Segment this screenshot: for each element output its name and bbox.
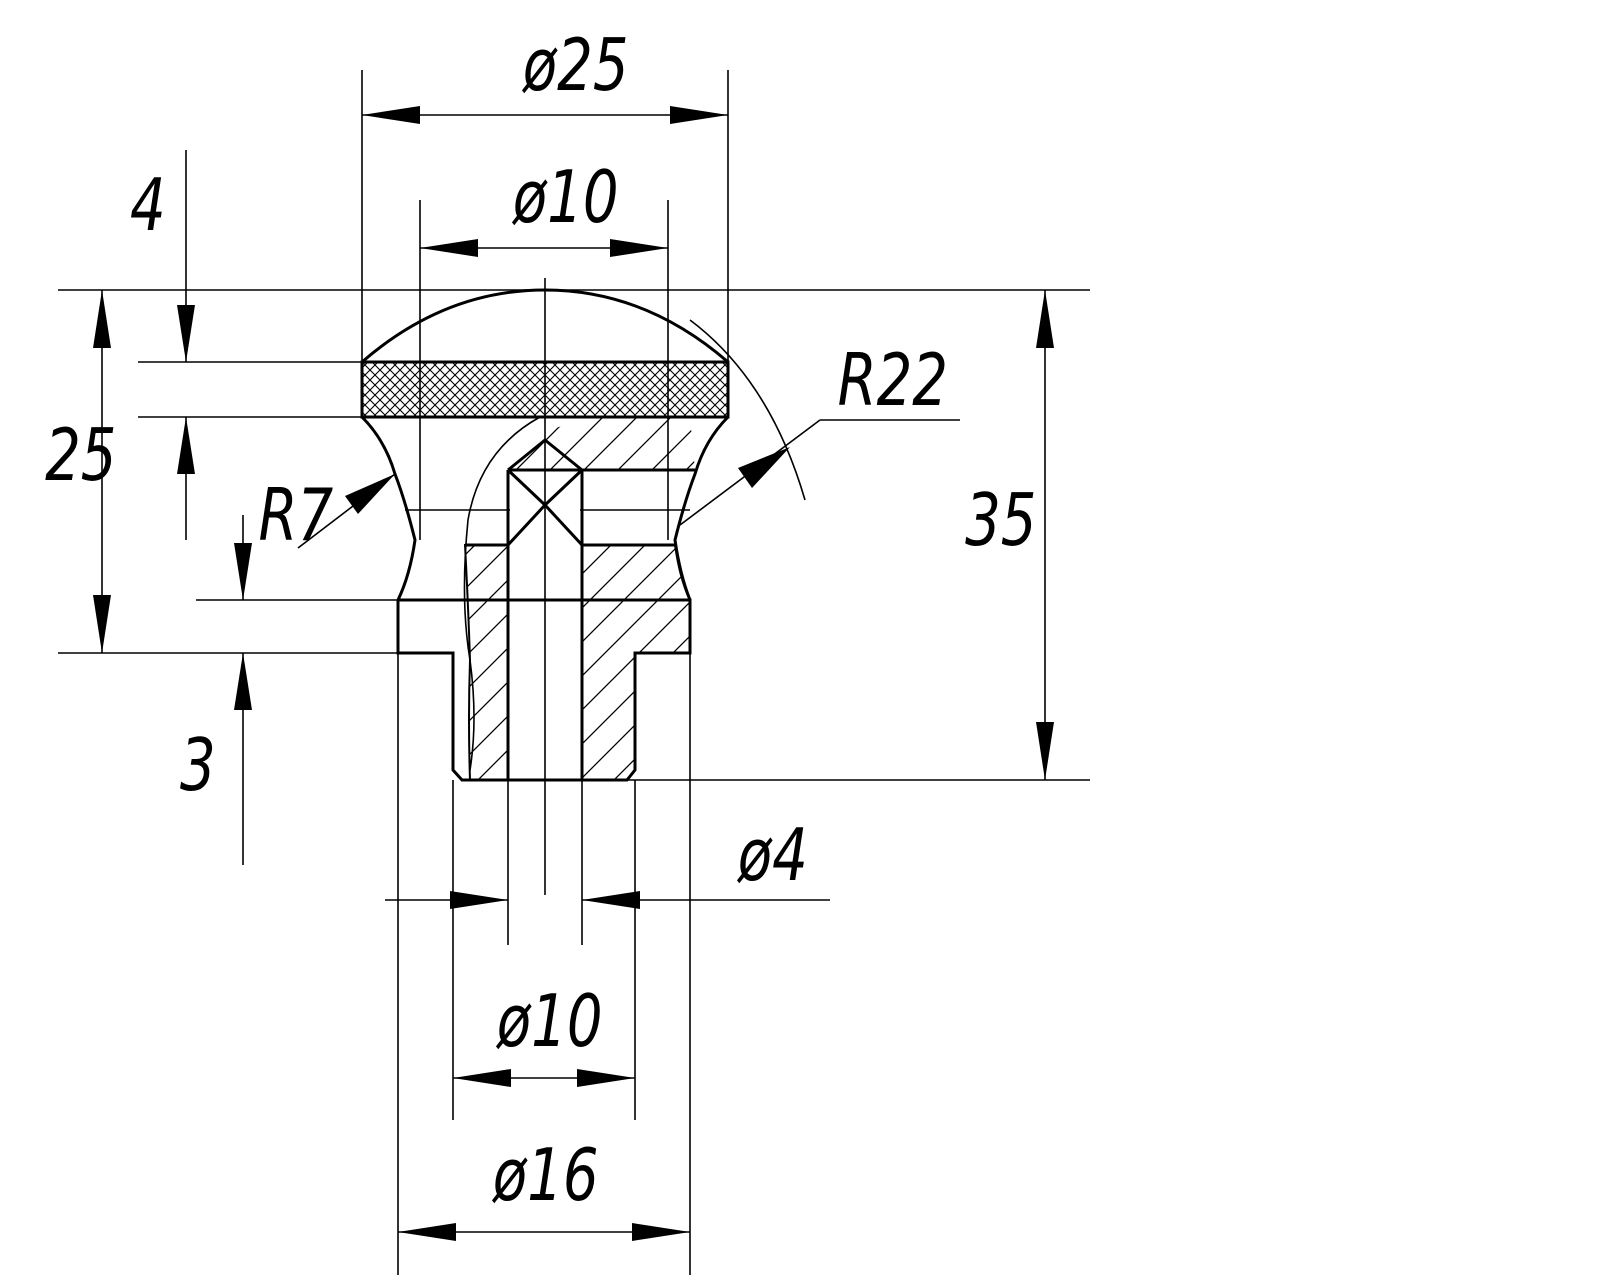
dim-h4: 4 [130, 150, 195, 540]
dim-r7: R7 [259, 473, 396, 558]
dim-h35: 35 [965, 290, 1054, 780]
section-break-line [463, 416, 541, 771]
dim-d16: ø16 [398, 1134, 690, 1241]
dim-d25-label: ø25 [522, 24, 629, 108]
dim-h4-label: 4 [130, 164, 166, 248]
neck-left-outline [360, 415, 417, 601]
dim-d4-label: ø4 [737, 814, 808, 898]
dim-r22: R22 [679, 339, 960, 526]
section-hatch-right-wall [581, 544, 691, 781]
dim-h25-label: 25 [45, 414, 116, 498]
bore-outline [506, 470, 584, 780]
dim-h35-label: 35 [965, 479, 1036, 563]
part-body [360, 278, 730, 895]
dim-d16-label: ø16 [492, 1134, 599, 1218]
dim-d10-bottom: ø10 [453, 980, 635, 1087]
dim-d10-top: ø10 [420, 156, 668, 257]
dim-h3: 3 [180, 515, 252, 865]
section-hatch-upper [508, 417, 695, 470]
section-hatch-left-wall [463, 544, 509, 781]
dim-d10-bottom-label: ø10 [496, 980, 603, 1064]
dim-h25: 25 [45, 290, 117, 653]
dim-d25: ø25 [362, 24, 728, 124]
r22-construction-arc [689, 319, 806, 501]
dim-r22-label: R22 [838, 339, 948, 423]
dim-r7-label: R7 [259, 474, 334, 558]
extension-lines [58, 70, 1090, 1275]
dim-h3-label: 3 [180, 724, 216, 808]
dim-d4: ø4 [385, 814, 830, 909]
dim-d10-top-label: ø10 [512, 156, 619, 240]
